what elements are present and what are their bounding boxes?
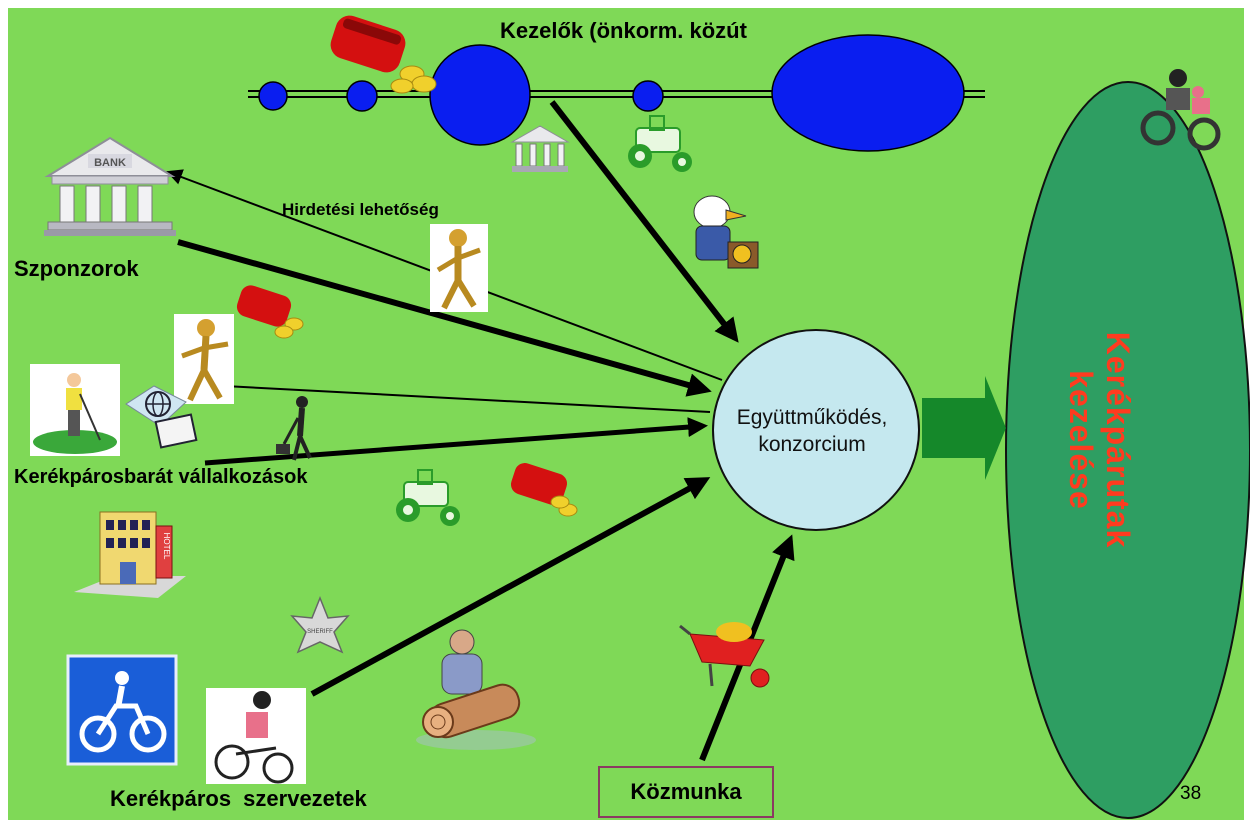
- cooperation-label: Együttműködés, konzorcium: [712, 404, 912, 458]
- hotel-icon: HOTEL: [74, 511, 186, 598]
- tractor-icon-2: [396, 469, 460, 526]
- managers-title: Kezelők (önkorm. közút: [500, 18, 747, 43]
- golfer-icon: [30, 364, 120, 456]
- right-arrow: [922, 376, 1006, 480]
- management-ellipse: [1005, 81, 1250, 819]
- golden-figure-icon-2: [174, 314, 234, 404]
- network-node-small-3: [632, 80, 664, 112]
- tractor-icon: [628, 115, 692, 172]
- mower-man-icon: [276, 396, 312, 461]
- wallet-coins-icon: [330, 15, 437, 94]
- arrow-sponsors: [177, 239, 712, 397]
- network-node-small-1: [258, 81, 288, 111]
- organizations-label: Kerékpáros szervezetek: [110, 786, 367, 811]
- wheelbarrow-icon: [679, 622, 770, 688]
- network-node-large: [429, 44, 531, 146]
- cyclists-icon-2: [1140, 69, 1221, 151]
- bike-sign-icon: [66, 654, 178, 766]
- page-number: 38: [1180, 783, 1202, 804]
- arrow-to-figure: [204, 377, 711, 413]
- public-work-label: Közmunka: [630, 779, 742, 804]
- arrow-businesses: [204, 417, 708, 466]
- bank-icon: BANK: [44, 136, 176, 236]
- woodcutter-icon: [416, 629, 536, 750]
- sheriff-sign-text: SHERIFF: [307, 629, 333, 635]
- eagle-worker-icon: [693, 195, 759, 269]
- arrow-managers: [549, 100, 739, 343]
- bank-sign-text: BANK: [94, 157, 126, 169]
- wallet-coins-icon-2: [236, 285, 304, 339]
- flow-arrows: [166, 100, 795, 762]
- advertising-label: Hirdetési lehetőség: [282, 200, 439, 219]
- sheriff-badge-icon: SHERIFF: [290, 595, 350, 654]
- businesses-label: Kerékpárosbarát vállalkozások: [14, 466, 308, 488]
- sponsors-label: Szponzorok: [14, 256, 139, 281]
- hotel-sign-text: HOTEL: [162, 533, 171, 560]
- cyclists-icon: [206, 688, 306, 784]
- cooperation-line-1: Együttműködés,: [736, 406, 888, 429]
- managers-network: [248, 34, 985, 152]
- public-work-box: Közmunka: [598, 766, 774, 818]
- network-node-ellipse: [771, 34, 965, 152]
- arrow-organizations: [310, 477, 711, 697]
- golden-figure-icon: [430, 224, 488, 312]
- network-node-small-2: [346, 80, 378, 112]
- wallet-coins-icon-3: [510, 463, 578, 517]
- vertical-title: Kerékpárutak kezelése: [1063, 331, 1136, 549]
- bank-icon-small: [510, 125, 570, 172]
- cooperation-circle: [712, 329, 920, 531]
- cooperation-line-2: konzorcium: [758, 433, 866, 456]
- globe-passport-icon: [125, 385, 198, 449]
